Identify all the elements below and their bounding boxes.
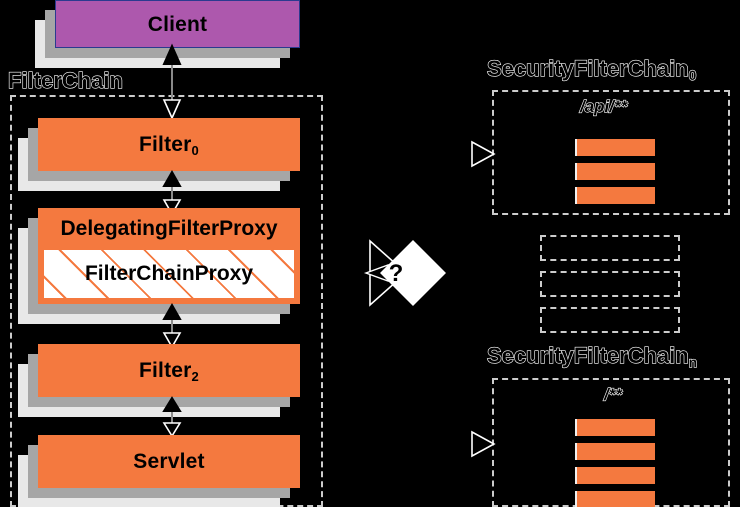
security-filter-chain-n-title-text: SecurityFilterChain [486,343,689,368]
security-chain-0-filter-bar [575,139,655,156]
filter-chain-label: FilterChain [7,68,123,93]
filter0-front: Filter0 [38,118,300,171]
client-label: Client [147,12,208,36]
security-filter-chain-n-subscript: n [688,354,698,370]
security-filter-chain-0-title: SecurityFilterChain0 [486,56,697,83]
arrow-into-security-filter-chain-0 [471,140,496,168]
security-filter-chain-n-path: /** [603,385,622,404]
servlet-front: Servlet [38,435,300,488]
client-box: Client [35,0,300,68]
filter0-label: Filter0 [139,133,199,158]
arrow-filter0-dfp [162,169,182,216]
security-filter-chain-0-subscript: 0 [688,67,697,83]
delegating-filter-proxy-title: DelegatingFilterProxy [60,217,278,240]
security-chain-n-filter-bar [575,491,655,507]
security-chain-n-filter-bar [575,467,655,484]
filter2-box: Filter2 [18,344,300,417]
security-chain-ellipsis-row [540,271,680,297]
arrow-dfp-filter2 [162,302,182,349]
security-filter-chain-0-path: /api/** [579,97,628,116]
filter-chain-proxy-inner-box: FilterChainProxy [44,250,294,298]
arrow-into-security-filter-chain-n [471,430,496,458]
arrow-client-filter0 [162,43,182,120]
filter2-label-text: Filter [139,359,192,382]
security-chain-n-filter-bar [575,419,655,436]
decision-diamond [363,239,446,307]
filter2-front: Filter2 [38,344,300,397]
security-filter-chain-n-title: SecurityFilterChainn [486,343,698,370]
filter0-subscript: 0 [191,143,199,158]
security-filter-chain-0-title-text: SecurityFilterChain [486,56,689,81]
security-chain-0-filter-bar [575,187,655,204]
filter2-label: Filter2 [139,359,199,384]
client-box-front: Client [55,0,300,48]
servlet-label: Servlet [133,450,205,473]
filter0-label-text: Filter [139,133,192,156]
security-filter-chain-0-container [492,90,730,215]
dfp-front: DelegatingFilterProxy FilterChainProxy [38,208,300,304]
security-chain-n-filter-bar [575,443,655,460]
decision-diamond-symbol: ? [388,260,404,287]
security-chain-ellipsis-row [540,307,680,333]
filter2-subscript: 2 [191,369,199,384]
delegating-filter-proxy-box: DelegatingFilterProxy FilterChainProxy [18,208,300,324]
arrow-filter2-servlet [162,396,182,438]
servlet-box: Servlet [18,435,300,507]
security-chain-0-filter-bar [575,163,655,180]
security-chain-ellipsis-row [540,235,680,261]
filter-chain-proxy-label: FilterChainProxy [84,262,254,285]
filter0-box: Filter0 [18,118,300,191]
